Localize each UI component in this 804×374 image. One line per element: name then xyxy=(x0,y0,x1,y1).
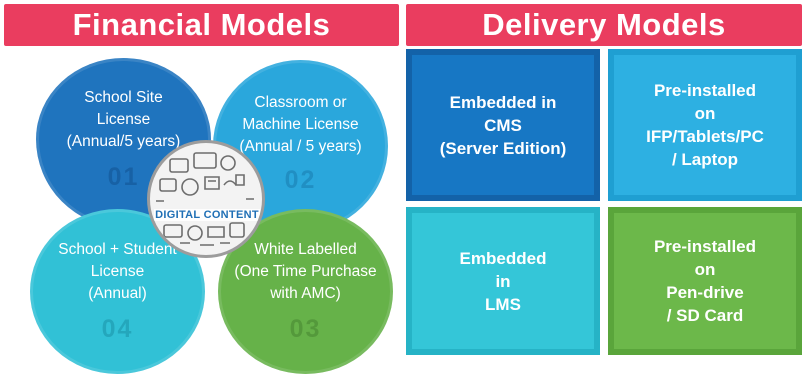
delivery-model-text: Pre-installed on IFP/Tablets/PC / Laptop xyxy=(646,81,764,169)
model-number: 01 xyxy=(107,163,140,191)
delivery-model-pendrive: Pre-installed on Pen-drive / SD Card xyxy=(608,207,802,355)
delivery-model-text: Embedded in LMS xyxy=(459,248,547,314)
digital-content-emblem: DIGITAL CONTENT xyxy=(147,140,265,258)
model-number: 04 xyxy=(101,315,134,343)
financial-models-title: Financial Models xyxy=(4,4,399,46)
delivery-model-text: Pre-installed on Pen-drive / SD Card xyxy=(653,237,757,325)
financial-model-school-site: School Site License (Annual/5 years) 01 xyxy=(36,58,211,227)
delivery-model-preinstalled-devices: Pre-installed on IFP/Tablets/PC / Laptop xyxy=(608,49,802,201)
model-number: 03 xyxy=(289,315,322,343)
delivery-model-lms: Embedded in LMS xyxy=(406,207,600,355)
model-text: White Labelled (One Time Purchase with A… xyxy=(234,241,377,302)
delivery-model-text: Embedded in CMS (Server Edition) xyxy=(439,92,567,158)
financial-model-white-labelled: White Labelled (One Time Purchase with A… xyxy=(218,209,393,374)
model-text: School + Student License (Annual) xyxy=(58,241,177,302)
digital-content-label: DIGITAL CONTENT xyxy=(154,209,260,221)
financial-model-classroom: Classroom or Machine License (Annual / 5… xyxy=(213,60,388,232)
model-number: 02 xyxy=(284,166,317,194)
model-text: Classroom or Machine License (Annual / 5… xyxy=(239,94,362,155)
delivery-models-title: Delivery Models xyxy=(406,4,802,46)
digital-content-icon-cluster xyxy=(156,152,254,246)
delivery-model-cms: Embedded in CMS (Server Edition) xyxy=(406,49,600,201)
model-text: School Site License (Annual/5 years) xyxy=(66,89,181,150)
